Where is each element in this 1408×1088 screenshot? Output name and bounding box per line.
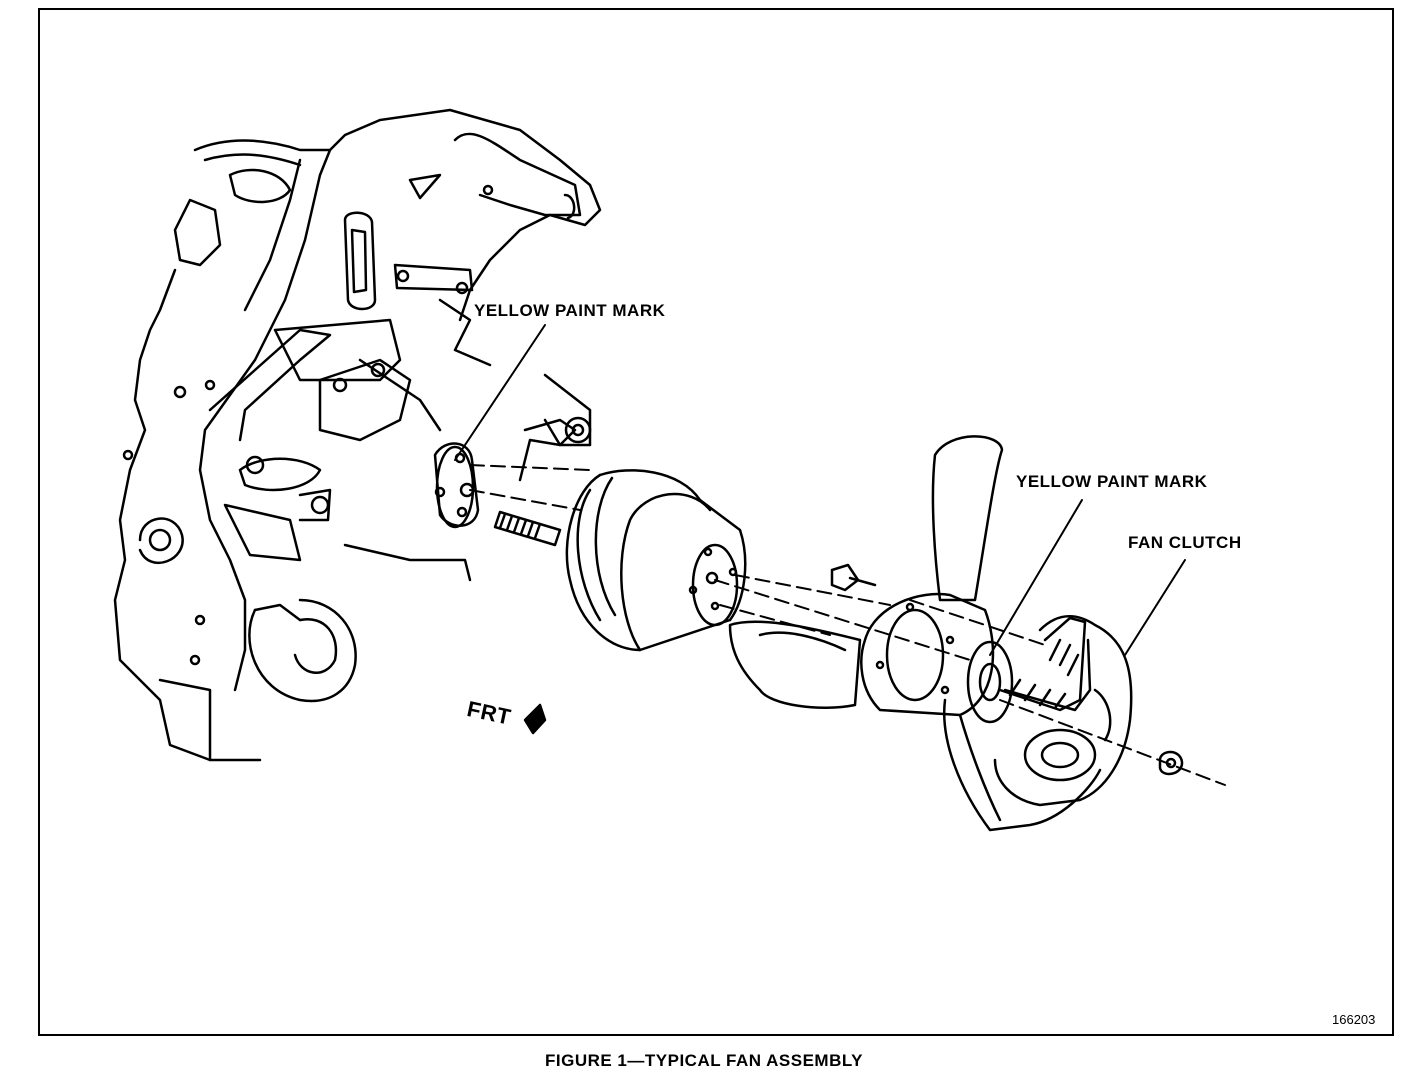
yellow-paint-mark-label-lower: YELLOW PAINT MARK: [1016, 472, 1208, 491]
nut: [1158, 750, 1184, 776]
leader-lines: [454, 324, 1186, 656]
fan-spacer: [728, 620, 862, 709]
engine-block: [113, 108, 602, 762]
assembly-axis-lines: [469, 464, 1226, 786]
figure-caption: FIGURE 1—TYPICAL FAN ASSEMBLY: [544, 1051, 864, 1070]
figure-id: 166203: [1332, 1012, 1376, 1027]
yellow-paint-mark-label-upper: YELLOW PAINT MARK: [474, 301, 666, 320]
front-arrow-icon: [523, 703, 547, 735]
fan-clutch: [966, 615, 1133, 807]
fan-clutch-label: FAN CLUTCH: [1128, 533, 1242, 552]
pulley: [565, 469, 747, 652]
stud: [493, 510, 562, 547]
figure-frame: [38, 8, 1394, 1036]
water-pump-hub: [433, 442, 480, 529]
bolt: [830, 563, 877, 592]
fan-blades: [860, 435, 1102, 832]
